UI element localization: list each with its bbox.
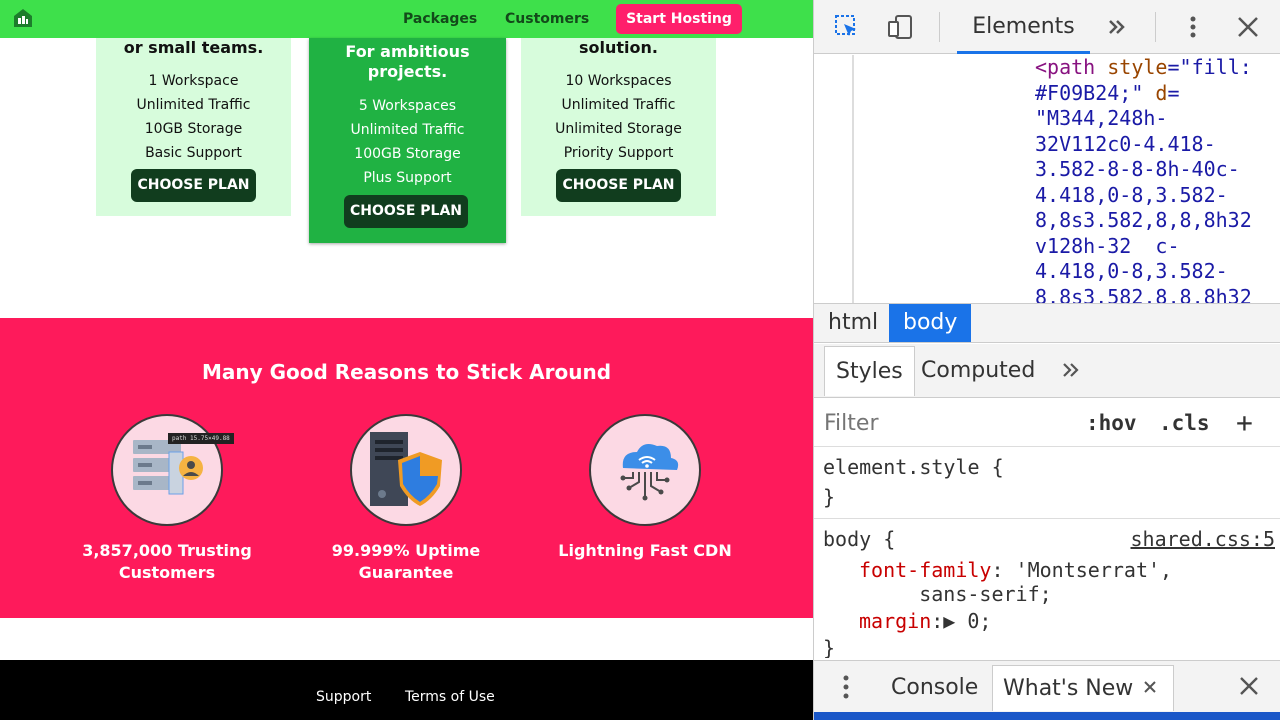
drawer-menu-icon[interactable]	[836, 673, 856, 701]
plan-title: solution.	[579, 38, 658, 57]
styles-filter-bar: :hov .cls +	[814, 399, 1280, 447]
breadcrumb-html[interactable]: html	[828, 310, 879, 335]
close-tab-icon[interactable]	[1142, 679, 1158, 695]
plan-title: For ambitious projects.	[345, 42, 470, 81]
dom-tree[interactable]: <path style="fill: #F09B24;" d= "M344,24…	[814, 55, 1280, 303]
device-toolbar-icon[interactable]	[887, 14, 913, 40]
plan-feature: Basic Support	[145, 145, 242, 161]
property-name: font-family	[859, 558, 992, 582]
breadcrumb-body[interactable]: body	[889, 304, 972, 342]
devtools-drawer-tabs: Console What's New	[814, 660, 1280, 712]
property-value: ▶ 0;	[943, 609, 992, 633]
dom-attr-name: style	[1107, 55, 1168, 79]
plan-feature: Unlimited Storage	[555, 121, 682, 137]
toolbar-separator	[939, 12, 940, 42]
styles-pane: element.style { } body { shared.css:5 fo…	[814, 448, 1280, 658]
hov-toggle-button[interactable]: :hov	[1086, 411, 1137, 435]
dom-attr-value: "fill: #F09B24;"	[1035, 55, 1252, 105]
plan-features: 5 Workspaces Unlimited Traffic 100GB Sto…	[309, 94, 506, 190]
server-shield-icon	[350, 414, 462, 526]
choose-plan-button[interactable]: CHOOSE PLAN	[556, 169, 681, 202]
property-value: 'Montserrat', sans-serif;	[919, 558, 1173, 606]
choose-plan-button[interactable]: CHOOSE PLAN	[344, 195, 468, 228]
plan-feature: 10GB Storage	[144, 121, 243, 137]
cls-toggle-button[interactable]: .cls	[1159, 411, 1210, 435]
tab-whats-new[interactable]: What's New	[992, 665, 1175, 711]
element-style-selector[interactable]: element.style {	[823, 455, 1004, 479]
element-highlight-tooltip: path 15.75×49.88	[168, 433, 234, 444]
plan-feature: Unlimited Traffic	[136, 97, 251, 113]
logo-icon[interactable]	[12, 7, 34, 29]
tab-console[interactable]: Console	[891, 675, 979, 700]
plan-card-premium: solution. 10 Workspaces Unlimited Traffi…	[521, 38, 716, 216]
dom-tag: <path	[1035, 55, 1096, 79]
reason-label: 3,857,000 Trusting Customers	[82, 541, 252, 582]
plan-card-basic: or small teams. 1 Workspace Unlimited Tr…	[96, 38, 291, 216]
plan-features: 1 Workspace Unlimited Traffic 10GB Stora…	[96, 69, 291, 165]
inspect-element-icon[interactable]	[834, 14, 860, 40]
new-style-rule-button[interactable]: +	[1236, 406, 1253, 439]
plan-feature: 100GB Storage	[354, 146, 461, 162]
plan-features: 10 Workspaces Unlimited Traffic Unlimite…	[521, 69, 716, 165]
close-drawer-icon[interactable]	[1238, 675, 1260, 697]
filter-input[interactable]	[824, 407, 1064, 439]
toolbar-separator	[1155, 12, 1156, 42]
plan-feature: 10 Workspaces	[565, 73, 672, 89]
choose-plan-button[interactable]: CHOOSE PLAN	[131, 169, 256, 202]
footer-link-terms[interactable]: Terms of Use	[405, 689, 495, 705]
footer-link-support[interactable]: Support	[316, 689, 372, 705]
devtools-toolbar: Elements	[814, 0, 1280, 54]
plan-feature: Priority Support	[563, 145, 674, 161]
rule-source-link[interactable]: shared.css:5	[1130, 527, 1276, 551]
rule-close-brace: }	[823, 485, 836, 509]
site-footer: Support Terms of Use	[0, 660, 813, 720]
server-user-icon	[111, 414, 223, 526]
style-property[interactable]: margin:▶ 0;	[859, 609, 992, 633]
cloud-network-icon	[589, 414, 701, 526]
kebab-menu-icon[interactable]	[1180, 14, 1206, 40]
plan-title: or small teams.	[123, 38, 264, 57]
start-hosting-button[interactable]: Start Hosting	[616, 4, 742, 34]
rule-selector[interactable]: body {	[823, 527, 896, 551]
dom-attr-name: d	[1155, 80, 1168, 105]
plan-feature: 1 Workspace	[148, 73, 239, 89]
styles-subtabs: Styles Computed	[814, 344, 1280, 398]
reason-item: Lightning Fast CDN	[545, 414, 745, 562]
breadcrumb: html body	[814, 303, 1280, 343]
more-tabs-icon[interactable]	[1104, 14, 1130, 40]
plan-card-featured: For ambitious projects. 5 Workspaces Unl…	[309, 38, 506, 243]
nav-link-customers[interactable]: Customers	[505, 11, 590, 27]
plan-feature: Unlimited Traffic	[350, 122, 465, 138]
tab-computed[interactable]: Computed	[921, 358, 1036, 383]
devtools-bottom-bar	[814, 712, 1280, 720]
reasons-section: Many Good Reasons to Stick Around 3,857,…	[0, 318, 813, 618]
reason-label: Lightning Fast CDN	[558, 541, 732, 560]
close-devtools-icon[interactable]	[1235, 14, 1261, 40]
style-property[interactable]: font-family: 'Montserrat', sans-serif;	[859, 558, 1173, 606]
reasons-title: Many Good Reasons to Stick Around	[201, 360, 612, 384]
dom-node-path[interactable]: <path style="fill: #F09B24;" d= "M344,24…	[1035, 55, 1279, 303]
top-navbar: Packages Customers Start Hosting	[0, 0, 813, 38]
devtools-panel: Elements <path style="fill: #F09B24;" d=…	[813, 0, 1280, 720]
rule-divider	[814, 518, 1280, 519]
dom-attr-value: "M344,248h- 32V112c0-4.418- 3.582-8-8-8h…	[1035, 106, 1252, 303]
tab-styles[interactable]: Styles	[824, 346, 915, 396]
reason-label: 99.999% Uptime Guarantee	[331, 541, 481, 582]
website-viewport: Packages Customers Start Hosting or smal…	[0, 0, 813, 720]
more-subtabs-icon[interactable]	[1060, 359, 1082, 381]
plan-feature: 5 Workspaces	[358, 98, 457, 114]
tab-elements[interactable]: Elements	[957, 0, 1090, 54]
plan-feature: Unlimited Traffic	[561, 97, 676, 113]
reason-item: 99.999% Uptime Guarantee	[306, 414, 506, 584]
reason-item: 3,857,000 Trusting Customers	[67, 414, 267, 584]
property-name: margin	[859, 609, 932, 633]
plan-feature: Plus Support	[363, 170, 452, 186]
rule-close-brace: }	[823, 636, 836, 658]
dom-indent-guide	[852, 55, 854, 303]
nav-link-packages[interactable]: Packages	[403, 11, 478, 27]
